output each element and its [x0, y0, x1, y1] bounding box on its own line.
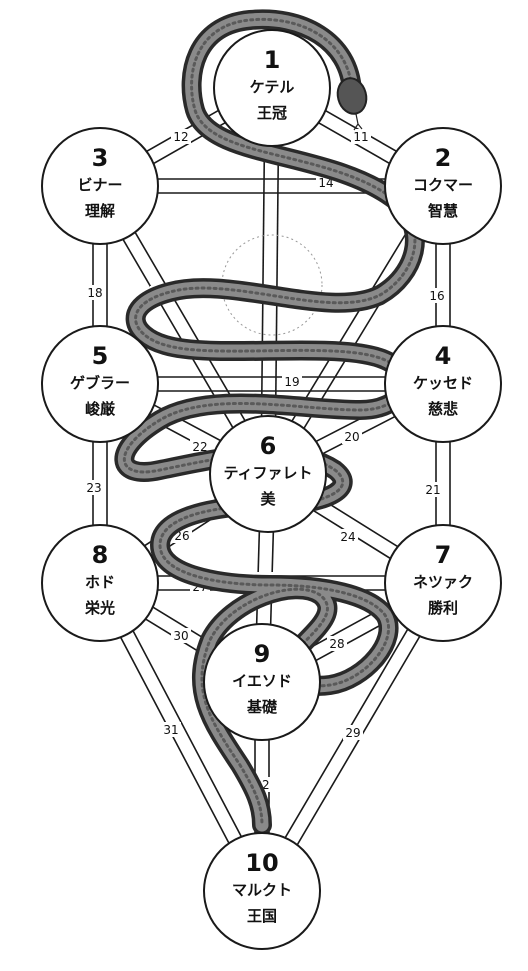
sephirah-number: 5: [92, 342, 109, 370]
sephirah-name: ケテル: [250, 78, 295, 96]
path-label-background: [343, 725, 363, 740]
path-label-background: [423, 482, 443, 497]
sephirah-name: コクマー: [413, 176, 473, 194]
path-label-background: [342, 429, 362, 444]
sephirah-meaning: 王国: [247, 907, 277, 925]
sephirah-number: 9: [254, 640, 271, 668]
serpent-head: [336, 77, 368, 115]
sephirah-number: 3: [92, 144, 109, 172]
path-label-background: [171, 129, 191, 144]
sephirah-circle: [213, 29, 331, 147]
path-label-background: [282, 374, 302, 389]
path-label-background: [171, 628, 191, 643]
sephirah-circle: [203, 623, 321, 741]
sephirah-number: 10: [245, 849, 278, 877]
sephirah-number: 2: [435, 144, 452, 172]
path-label-background: [84, 480, 104, 495]
serpent-tongue: [353, 113, 363, 131]
sephirah-circle: [41, 524, 159, 642]
sephirah-name: マルクト: [232, 881, 292, 899]
path-29-edge: [267, 586, 450, 895]
path-label-24: 24: [340, 530, 355, 544]
sephirah-meaning: 理解: [85, 202, 115, 220]
sephirah-circle: [41, 325, 159, 443]
path-label-16: 16: [429, 289, 444, 303]
path-label-20: 20: [344, 430, 359, 444]
path-label-26: 26: [174, 529, 189, 543]
sephirah-name: ケッセド: [413, 374, 473, 392]
sephirah-circle: [384, 127, 502, 245]
sephirah-number: 1: [264, 46, 281, 74]
sephirah-meaning: 慈悲: [428, 400, 458, 418]
sephirah-circle: [203, 832, 321, 950]
sephirah-name: ネツァク: [413, 573, 473, 591]
path-label-22: 22: [192, 440, 207, 454]
path-label-28: 28: [329, 637, 344, 651]
sephirah-number: 8: [92, 541, 109, 569]
sephirah-number: 4: [435, 342, 452, 370]
sephirah-meaning: 智慧: [428, 202, 458, 220]
path-label-11: 11: [353, 130, 368, 144]
path-label-19: 19: [284, 375, 299, 389]
sephirah-meaning: 美: [260, 490, 276, 508]
path-label-background: [351, 129, 371, 144]
sephirah-name: ゲブラー: [70, 374, 130, 392]
sephirah-name: ティファレト: [223, 464, 312, 482]
sephirah-meaning: 勝利: [428, 599, 458, 617]
path-label-background: [190, 439, 210, 454]
path-label-21: 21: [425, 483, 440, 497]
sephirah-number: 7: [435, 541, 452, 569]
sephirah-circle: [209, 415, 327, 533]
path-label-background: [85, 285, 105, 300]
sephirah-meaning: 峻厳: [85, 400, 116, 418]
path-label-31: 31: [163, 723, 178, 737]
sephirah-circle: [384, 524, 502, 642]
sephirah-meaning: 王冠: [257, 104, 287, 122]
sephirah-name: ホド: [85, 573, 115, 591]
path-label-30: 30: [173, 629, 188, 643]
sephirah-meaning: 基礎: [246, 698, 278, 716]
path-label-23: 23: [86, 481, 101, 495]
path-label-18: 18: [87, 286, 102, 300]
path-label-12: 12: [173, 130, 188, 144]
sephirah-meaning: 栄光: [84, 599, 115, 617]
sephirah-circle: [384, 325, 502, 443]
path-label-29: 29: [345, 726, 360, 740]
sephirah-name: イエソド: [232, 672, 292, 690]
path-label-background: [427, 288, 447, 303]
path-label-background: [338, 529, 358, 544]
sephirah-name: ビナー: [77, 176, 122, 194]
path-label-background: [161, 722, 181, 737]
sephirah-circle: [41, 127, 159, 245]
sephirah-number: 6: [260, 432, 277, 460]
path-label-background: [327, 636, 347, 651]
